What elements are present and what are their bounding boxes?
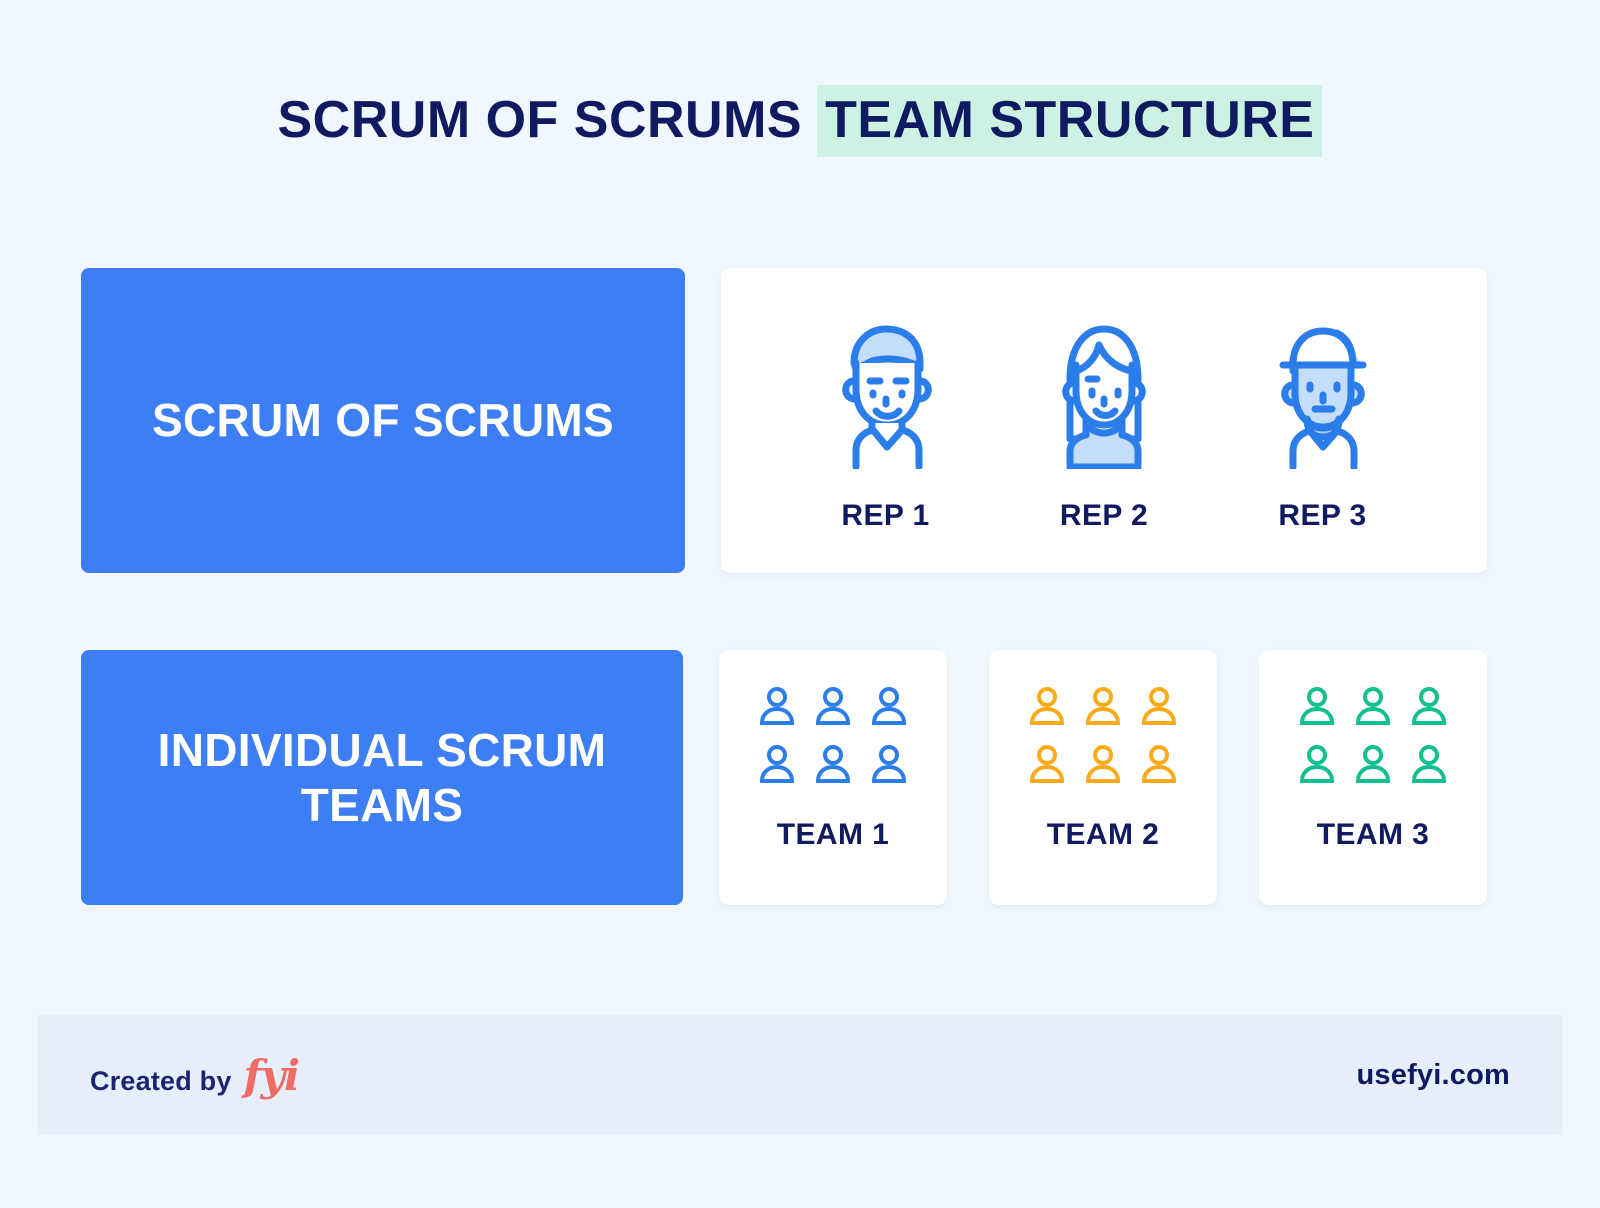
team-cards: TEAM 1 TEAM 2 xyxy=(719,650,1487,905)
person-icon xyxy=(1027,743,1067,790)
person-icon xyxy=(869,685,909,732)
individual-scrum-teams-label-box: INDIVIDUAL SCRUM TEAMS xyxy=(81,650,683,905)
team-label: TEAM 3 xyxy=(1316,818,1430,851)
person-icon xyxy=(1353,743,1393,790)
person-icon xyxy=(1083,685,1123,732)
person-icon xyxy=(1409,685,1449,732)
person-icon xyxy=(813,685,853,732)
scrum-of-scrums-label-box: SCRUM OF SCRUMS xyxy=(81,268,685,573)
person-icon xyxy=(1083,743,1123,790)
page-title-highlight: TEAM STRUCTURE xyxy=(817,85,1323,157)
person-icon xyxy=(1297,743,1337,790)
team-members-grid xyxy=(1295,682,1451,792)
person-icon xyxy=(1139,743,1179,790)
team-label: TEAM 2 xyxy=(1046,818,1160,851)
scrum-of-scrums-label: SCRUM OF SCRUMS xyxy=(152,394,614,447)
person-icon xyxy=(1027,685,1067,732)
avatar-man-short-hair-icon xyxy=(826,309,946,469)
rep-item[interactable]: REP 1 xyxy=(786,309,986,533)
footer: Created by fyi usefyi.com xyxy=(38,1015,1562,1135)
person-icon xyxy=(1353,685,1393,732)
person-icon xyxy=(1139,685,1179,732)
avatar-woman-long-hair-icon xyxy=(1044,309,1164,469)
created-by-label: Created by xyxy=(90,1065,232,1096)
rep-item[interactable]: REP 2 xyxy=(1004,309,1204,533)
rep-item[interactable]: REP 3 xyxy=(1223,309,1423,533)
rep-label: REP 3 xyxy=(1278,498,1367,532)
rep-label: REP 2 xyxy=(1059,498,1149,532)
rep-label: REP 1 xyxy=(841,498,930,532)
website-url[interactable]: usefyi.com xyxy=(1356,1058,1510,1091)
person-icon xyxy=(757,685,797,732)
individual-scrum-teams-label: INDIVIDUAL SCRUM TEAMS xyxy=(157,724,607,831)
page-title-plain: SCRUM OF SCRUMS xyxy=(277,91,818,149)
page-title: SCRUM OF SCRUMS TEAM STRUCTURE xyxy=(0,85,1600,157)
avatar-man-cap-beard-icon xyxy=(1263,309,1383,469)
person-icon xyxy=(869,743,909,790)
scrum-of-scrums-row: SCRUM OF SCRUMS xyxy=(81,268,1487,573)
team-members-grid xyxy=(1025,682,1181,792)
person-icon xyxy=(1409,743,1449,790)
team-card[interactable]: TEAM 1 xyxy=(719,650,947,905)
created-by: Created by fyi xyxy=(90,1050,300,1100)
team-members-grid xyxy=(755,682,911,792)
fyi-logo: fyi xyxy=(243,1050,300,1100)
individual-scrum-teams-row: INDIVIDUAL SCRUM TEAMS TEAM 1 xyxy=(81,650,1487,905)
person-icon xyxy=(813,743,853,790)
person-icon xyxy=(1297,685,1337,732)
team-label: TEAM 1 xyxy=(776,818,890,851)
team-card[interactable]: TEAM 3 xyxy=(1259,650,1487,905)
person-icon xyxy=(757,743,797,790)
reps-card: REP 1 xyxy=(721,268,1487,573)
team-card[interactable]: TEAM 2 xyxy=(989,650,1217,905)
